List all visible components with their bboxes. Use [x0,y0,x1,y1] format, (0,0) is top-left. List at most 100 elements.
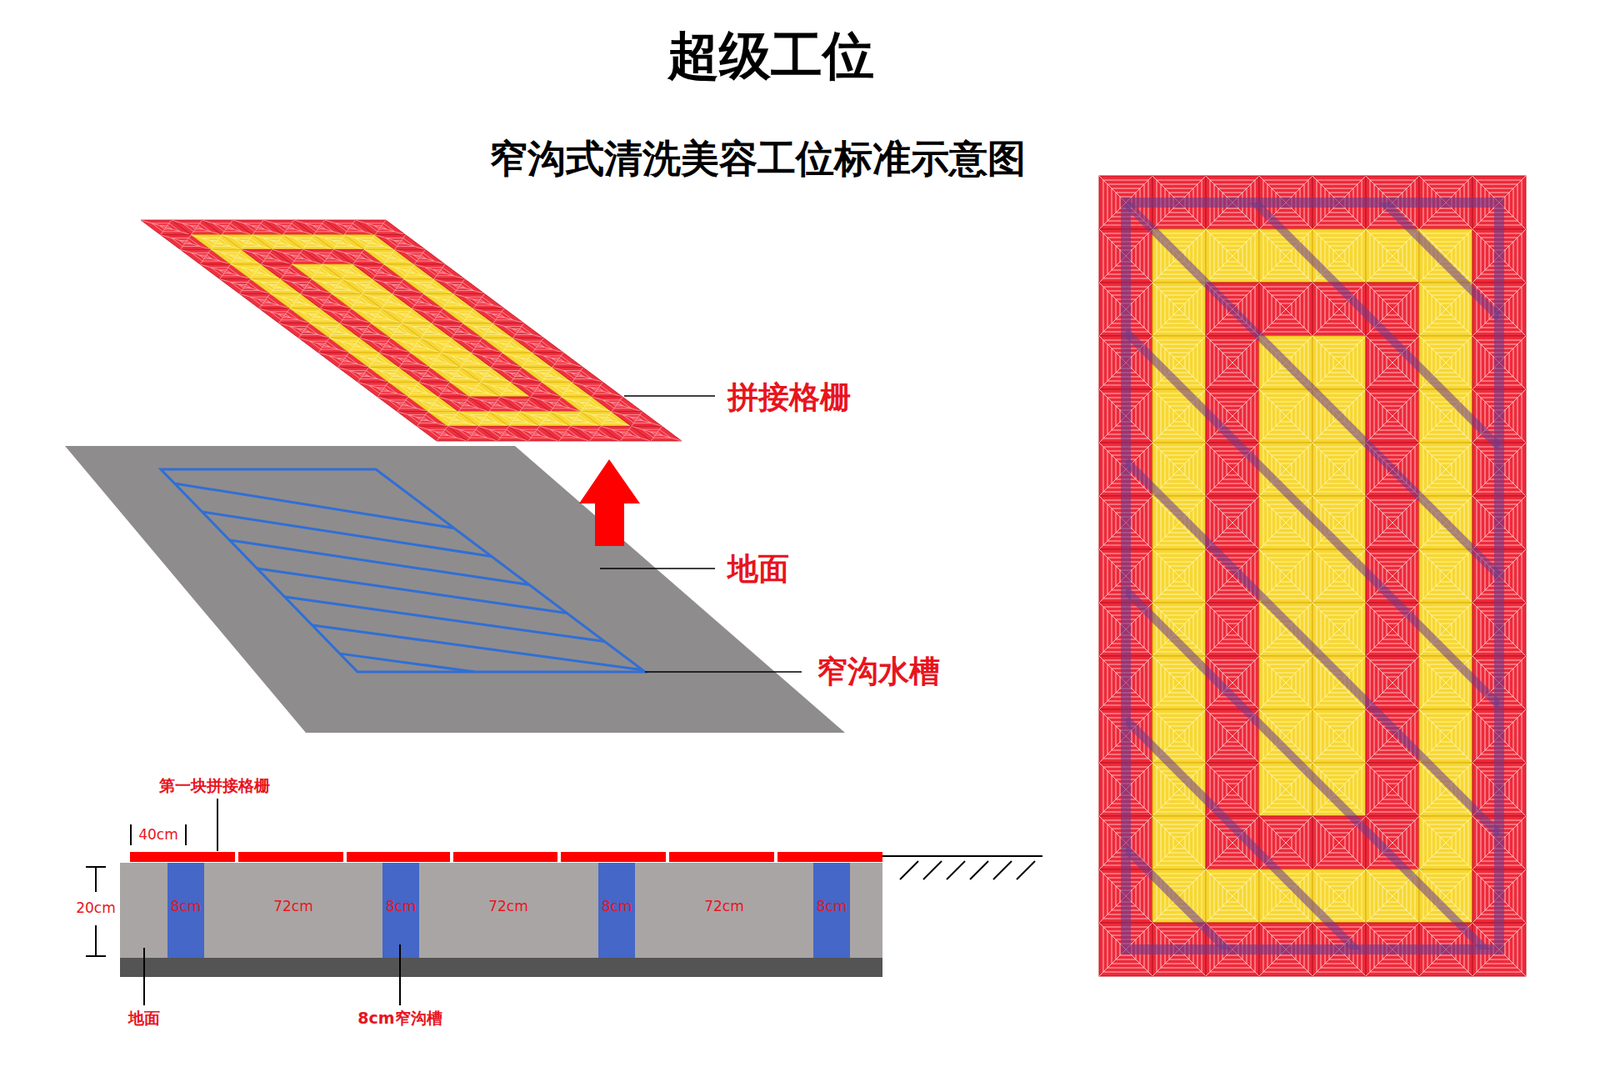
dimension-line [95,925,97,956]
tile-face [1259,655,1313,710]
grating-tile [493,323,544,339]
tile-pattern [1365,495,1420,550]
tile-pattern [1419,709,1473,763]
iso-grating [140,220,682,441]
tile-face [454,293,505,309]
dimension-label: 8cm [816,898,848,915]
tile-pattern [1419,442,1473,496]
tile-face [1365,762,1420,816]
grating-tile [395,249,445,265]
tile-pattern [1205,495,1260,550]
tile-face [1312,602,1366,656]
tile-face [1205,335,1260,390]
tile-face [1152,442,1206,496]
tile-face [513,337,564,353]
grating-tile [1205,229,1260,283]
tile-pattern [493,323,544,339]
tile-face [532,352,583,368]
grating-tile [1419,282,1473,336]
tile-face [1419,709,1473,763]
grating-tile [1365,602,1420,656]
tile-face [1259,389,1313,443]
top-view-grating [1099,175,1526,976]
grating-tile [1259,282,1313,336]
grating-tile [1152,815,1206,870]
tile-pattern [1152,495,1206,550]
dimension-label: 8cm [170,898,202,915]
trench-slot [598,862,635,958]
tile-pattern [1419,815,1473,870]
up-arrow [579,459,640,546]
trench-diagonal [1125,719,1500,950]
trench-line [285,596,605,641]
tile-face [1259,549,1313,603]
grating-tile [1259,389,1313,443]
tile-pattern [1419,655,1473,710]
part-label: 地面 [727,551,790,588]
title: 超级工位 [667,25,875,85]
hatch [993,860,1012,880]
trench-line [230,540,530,585]
tile-pattern [552,367,603,383]
leader-line [645,670,802,673]
trench-line [257,568,568,613]
tile-pattern [1259,389,1313,443]
hatch [923,860,942,880]
grating-tile [1152,442,1206,496]
tile-face [414,264,465,280]
tile-pattern [1419,335,1473,390]
grating-tile [1312,335,1366,390]
tile-face [1419,762,1473,816]
grating-tile [572,381,623,397]
tile-pattern [1259,549,1313,603]
tile-face [1152,282,1206,336]
grating-tile [414,264,465,280]
hatch [1016,860,1035,880]
grating-tile [1419,762,1473,816]
dimension-label: 72cm [488,898,529,915]
tile-face [1205,495,1260,550]
tile-pattern [1365,229,1420,283]
tile-pattern [1312,442,1366,496]
tile-pattern [1312,229,1366,283]
tile-face [1205,549,1260,603]
tile-face [1365,602,1420,656]
grating-tile [1205,869,1260,923]
trench-diagonal [1125,202,1500,447]
grating-tile [1419,549,1473,603]
grating-tile [1312,709,1366,763]
tile-face [1205,442,1260,496]
grating-tile [1205,442,1260,496]
grating-tile [1259,655,1313,710]
section-base [120,957,883,977]
tile-face [473,308,524,324]
tile-pattern [395,249,445,265]
tile-pattern [532,352,583,368]
tile-pattern [1205,442,1260,496]
tile-face [1152,389,1206,443]
tile-face [1419,282,1473,336]
part-label: 8cm窄沟槽 [357,1009,442,1028]
tile-face [1312,442,1366,496]
tile-pattern [1205,549,1260,603]
tile-pattern [1152,442,1206,496]
trench-line [202,511,492,556]
tile-pattern [1259,655,1313,710]
tile-face [1365,655,1420,710]
tile-pattern [572,381,623,397]
grating-tile [355,220,405,235]
part-label: 第一块拼接格栅 [159,776,270,795]
grating-tile [473,308,524,324]
grating-tile [631,425,682,441]
tile-face [1419,335,1473,390]
tile-face [631,425,682,441]
grating-tile [375,235,425,250]
trench-line [340,653,475,672]
tile-pattern [1365,602,1420,656]
tile-pattern [473,308,524,324]
trench-slot [813,862,850,958]
tile-pattern [1152,389,1206,443]
tile-face [1365,282,1420,336]
tile-face [1259,282,1313,336]
